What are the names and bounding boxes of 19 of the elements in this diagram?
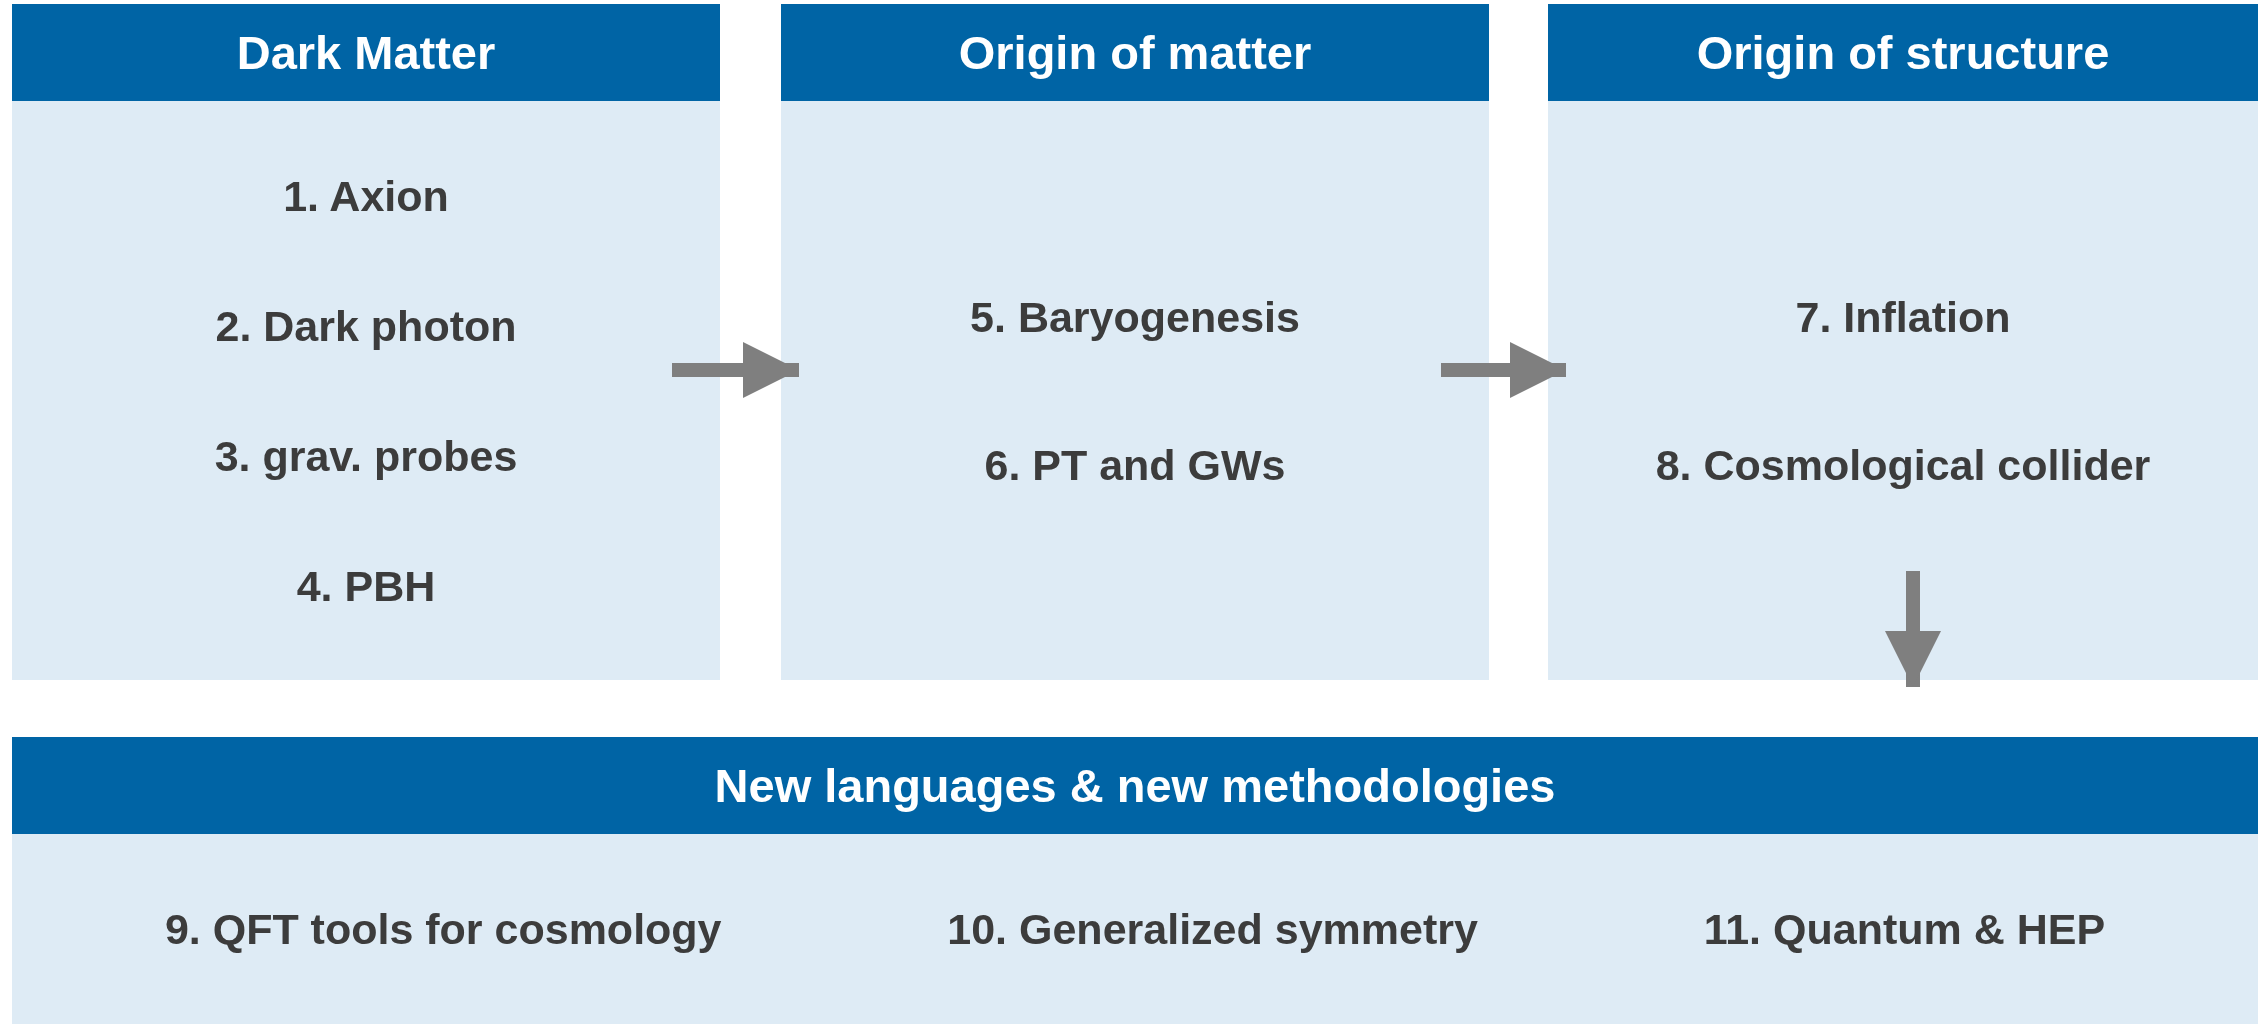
topic-item: 10. Generalized symmetry (947, 905, 1478, 953)
topic-panel (781, 4, 1489, 680)
topic-item: 5. Baryogenesis (970, 292, 1300, 341)
topic-item: 11. Quantum & HEP (1703, 905, 2106, 953)
topic-item: 1. Axion (283, 171, 449, 220)
topic-panel (1548, 4, 2258, 680)
arrow (1885, 571, 1941, 687)
topic-item: 3. grav. probes (214, 431, 518, 480)
topic-panel (12, 4, 720, 680)
topic-item: 4. PBH (296, 561, 436, 610)
panel-title: Dark Matter (236, 29, 496, 76)
topic-item: 7. Inflation (1795, 292, 2011, 341)
topic-item: 9. QFT tools for cosmology (164, 905, 722, 953)
topic-item: 6. PT and GWs (984, 440, 1286, 489)
arrow (672, 342, 799, 398)
topic-panel (12, 737, 2258, 1024)
topic-item: 2. Dark photon (215, 301, 517, 350)
arrow (1441, 342, 1566, 398)
topic-item: 8. Cosmological collider (1655, 440, 2151, 489)
